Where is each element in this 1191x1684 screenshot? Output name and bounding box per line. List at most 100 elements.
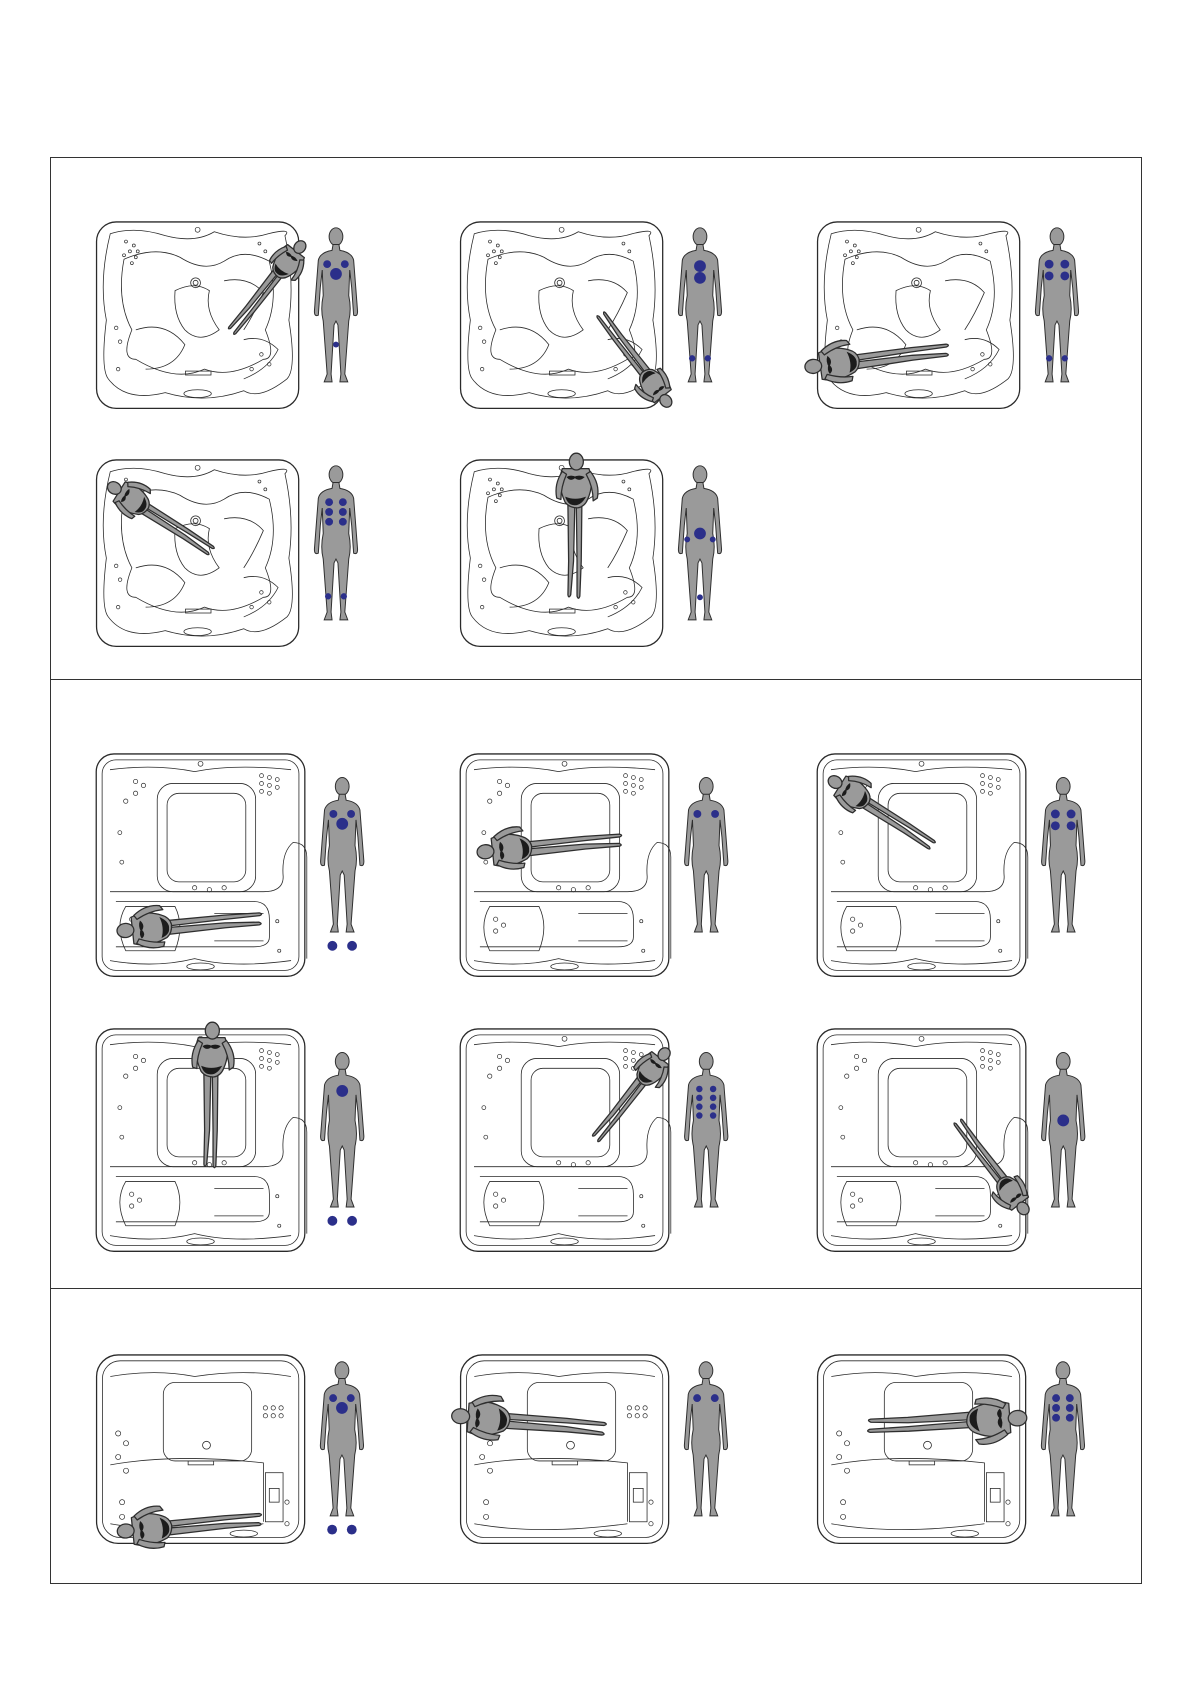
jet-zone-marker (705, 355, 711, 361)
jet-zone-marker (1067, 810, 1076, 819)
bather-figure (192, 1022, 234, 1167)
jet-zone-marker (327, 941, 337, 951)
jet-zone-marker (327, 1216, 337, 1226)
seat-position (92, 750, 374, 996)
jet-zone-marker (1052, 1394, 1060, 1402)
jet-zone-marker (347, 1394, 355, 1402)
jet-zone-marker (684, 536, 690, 542)
seat-position (813, 1025, 1095, 1271)
jet-zone-marker (689, 355, 695, 361)
jet-zone-marker (329, 1394, 337, 1402)
massage-zone-body (320, 1362, 363, 1535)
section-spa-model-b (51, 679, 1141, 1288)
massage-zone-body (314, 466, 357, 620)
massage-zone-body (685, 778, 728, 932)
jet-zone-marker (333, 342, 339, 348)
bather-figure (450, 1393, 608, 1448)
seat-diagram (92, 456, 368, 666)
jet-zone-marker (710, 1095, 716, 1101)
jet-zone-marker (696, 1095, 702, 1101)
jet-zone-marker (325, 508, 333, 516)
jet-zone-marker (325, 593, 331, 599)
massage-zone-body (321, 778, 364, 951)
jet-zone-marker (341, 260, 349, 268)
jet-zone-marker (339, 498, 347, 506)
jet-zone-marker (1066, 1394, 1074, 1402)
jet-zone-marker (330, 268, 342, 280)
seat-position (92, 218, 368, 428)
seat-diagram (813, 1351, 1095, 1563)
jet-zone-marker (347, 1525, 357, 1535)
jet-zone-marker (710, 1112, 716, 1118)
jet-zone-marker (696, 1112, 702, 1118)
spa-tub-outline (97, 1355, 305, 1543)
massage-zone-body (321, 1053, 364, 1226)
diagram-frame (50, 157, 1142, 1584)
seat-diagram (456, 218, 732, 428)
jet-zone-marker (696, 1103, 702, 1109)
jet-zone-marker (1052, 1414, 1060, 1422)
jet-zone-marker (1051, 821, 1060, 830)
spa-tub-outline (461, 1355, 669, 1543)
massage-zone-body (1035, 228, 1078, 382)
bather-figure (220, 232, 318, 344)
jet-zone-marker (694, 260, 706, 272)
seat-diagram (92, 1025, 374, 1271)
jet-zone-marker (339, 508, 347, 516)
massage-zone-body (678, 228, 721, 382)
seat-position (92, 1351, 374, 1563)
massage-zone-body (1042, 1053, 1085, 1207)
bather-figure (475, 816, 624, 873)
jet-zone-marker (1052, 1404, 1060, 1412)
section-spa-model-c (51, 1288, 1141, 1584)
jet-zone-marker (1062, 355, 1068, 361)
jet-zone-marker (1046, 355, 1052, 361)
jet-zone-marker (697, 594, 703, 600)
jet-zone-marker (327, 1525, 337, 1535)
bather-figure (802, 326, 952, 388)
seat-diagram (456, 1025, 738, 1271)
bather-figure (584, 1039, 682, 1151)
spa-tub-outline (817, 1029, 1028, 1251)
jet-zone-marker (347, 1216, 357, 1226)
seat-position (813, 218, 1089, 428)
jet-zone-marker (1045, 260, 1054, 269)
jet-zone-marker (710, 1103, 716, 1109)
jet-zone-marker (1051, 810, 1060, 819)
jet-zone-marker (339, 518, 347, 526)
seat-diagram (92, 750, 374, 996)
spa-tub-outline (461, 222, 663, 408)
spa-tub-outline (460, 754, 671, 976)
spa-tub-outline (818, 1355, 1026, 1543)
seat-position (813, 1351, 1095, 1563)
bather-figure (115, 895, 264, 952)
seat-position (456, 218, 732, 428)
jet-zone-marker (1057, 1115, 1069, 1127)
seat-diagram (813, 750, 1095, 996)
bather-figure (820, 763, 944, 859)
bather-figure (585, 305, 683, 417)
jet-zone-marker (1066, 1404, 1074, 1412)
section-spa-model-a (51, 158, 1141, 679)
jet-zone-marker (711, 810, 719, 818)
jet-zone-marker (336, 1085, 348, 1097)
massage-zone-body (684, 1362, 727, 1516)
massage-zone-body (314, 228, 357, 382)
jet-zone-marker (1060, 260, 1069, 269)
bather-figure (556, 453, 598, 598)
jet-zone-marker (341, 593, 347, 599)
jet-zone-marker (693, 1394, 701, 1402)
seat-diagram (813, 218, 1089, 428)
jet-zone-marker (694, 528, 706, 540)
jet-zone-marker (694, 272, 706, 284)
seat-diagram (92, 218, 368, 428)
spa-tub-outline (96, 754, 307, 976)
jet-zone-marker (329, 810, 337, 818)
seat-position (456, 1025, 738, 1271)
jet-zone-marker (1067, 821, 1076, 830)
seat-diagram (813, 1025, 1095, 1271)
seat-position (92, 456, 368, 666)
massage-zone-body (678, 466, 721, 620)
seat-position (456, 456, 732, 666)
jet-zone-marker (1045, 271, 1054, 280)
